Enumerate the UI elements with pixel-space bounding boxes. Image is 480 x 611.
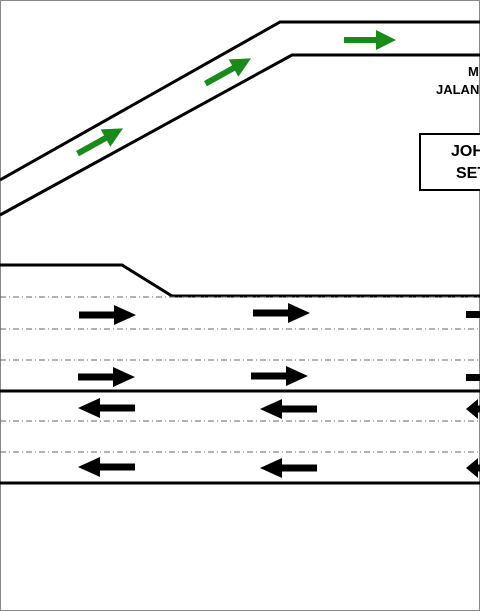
right-arrow-icon-partial	[466, 374, 480, 381]
left-arrows	[78, 398, 480, 478]
left-arrow-icon-partial	[466, 399, 480, 419]
left-arrow-icon	[260, 399, 317, 419]
sign-text-line2: SET	[456, 165, 480, 182]
left-arrow-icon	[78, 457, 135, 477]
right-arrow-icon	[78, 367, 135, 387]
ramp-inner-edge	[0, 53, 480, 217]
ramp-arrow-icon	[76, 128, 123, 157]
destination-label-line1: M	[468, 64, 479, 79]
right-arrow-icon-partial	[466, 311, 480, 318]
ramp-arrows	[76, 30, 396, 157]
right-arrow-icon	[79, 305, 136, 325]
lane-dividers	[0, 296, 480, 453]
destination-label-line2: JALAN	[436, 82, 480, 97]
ramp-arrow-icon	[204, 58, 251, 87]
right-arrow-icon	[253, 303, 310, 323]
ramp-outer-edge	[0, 20, 480, 182]
left-arrow-icon-partial	[466, 458, 480, 478]
right-arrows	[78, 303, 480, 387]
destination-sign: JOH SET	[419, 133, 480, 191]
main-road-upper-edge	[0, 263, 480, 298]
left-arrow-icon	[78, 398, 135, 418]
sign-text-line1: JOH	[451, 143, 480, 160]
left-arrow-icon	[260, 458, 317, 478]
ramp-arrow-icon	[344, 30, 396, 50]
right-arrow-icon	[251, 366, 308, 386]
